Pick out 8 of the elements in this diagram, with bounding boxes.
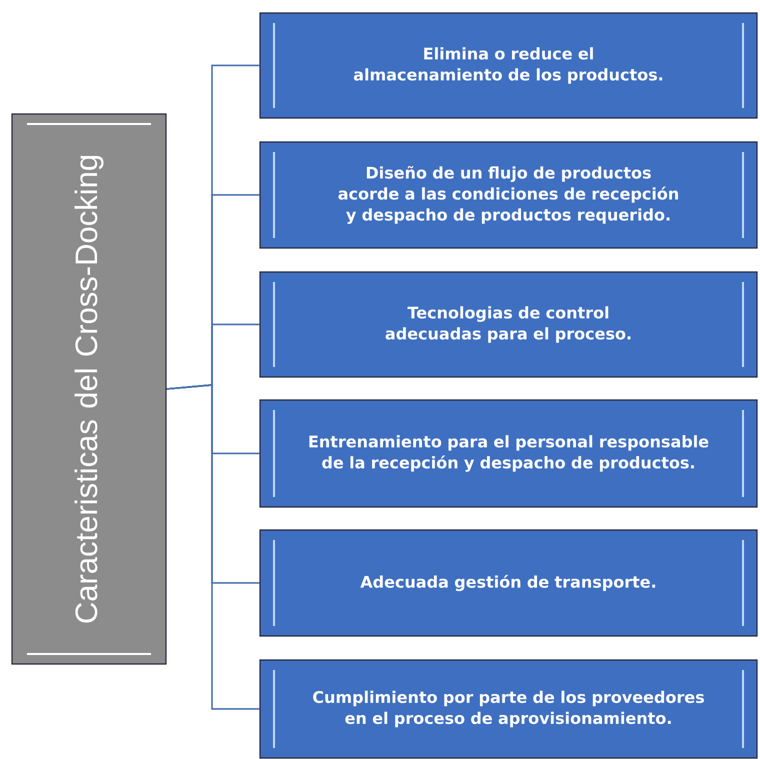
feature-box: Adecuada gestión de transporte. <box>259 529 758 637</box>
feature-box: Entrenamiento para el personal responsable de la recepción y despacho de productos. <box>259 399 758 508</box>
feature-box: Cumplimiento por parte de los proveedores en el proceso de aprovisionamiento. <box>259 659 758 759</box>
feature-box: Elimina o reduce el almacenamiento de los productos. <box>259 12 758 119</box>
title-box: Caracteristicas del Cross-Docking <box>11 113 167 665</box>
connector-line <box>166 384 260 710</box>
feature-box: Diseño de un flujo de productos acorde a las condiciones de recepción y despacho de productos requerido. <box>259 141 758 249</box>
feature-box: Tecnologias de control adecuadas para el proceso. <box>259 271 758 378</box>
